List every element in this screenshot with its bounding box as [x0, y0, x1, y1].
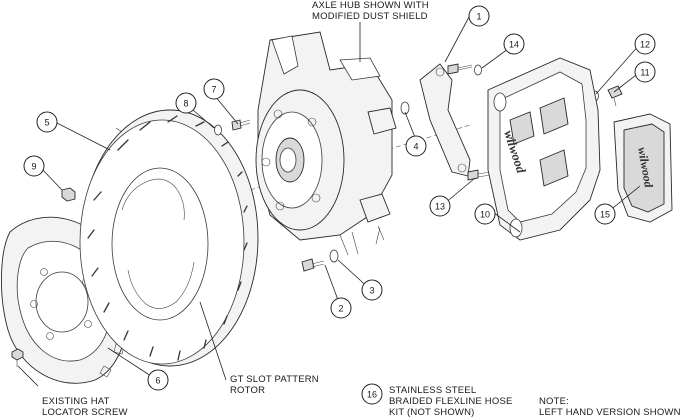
mounting-bolt-2 — [301, 258, 325, 272]
callout-5: 5 — [36, 111, 58, 133]
svg-text:2: 2 — [338, 304, 343, 314]
svg-text:7: 7 — [211, 85, 216, 95]
hand-version-note-line-1: NOTE: — [539, 396, 570, 407]
washer-8 — [214, 124, 222, 136]
svg-text:12: 12 — [640, 40, 650, 50]
svg-text:11: 11 — [640, 68, 649, 78]
axle-hub-note: AXLE HUB SHOWN WITH MODIFIED DUST SHIELD — [312, 0, 429, 22]
caliper-bracket-part — [419, 63, 471, 177]
rotor-bolt-7 — [231, 119, 251, 131]
hand-version-note: NOTE: LEFT HAND VERSION SHOWN — [539, 396, 681, 418]
callout-7: 7 — [203, 78, 225, 100]
svg-text:14: 14 — [509, 40, 519, 50]
callout-4: 4 — [405, 135, 427, 157]
rotor-note-line-1: GT SLOT PATTERN — [230, 374, 319, 385]
hose-kit-note: STAINLESS STEEL BRAIDED FLEXLINE HOSE KI… — [389, 385, 513, 418]
svg-text:15: 15 — [600, 210, 610, 220]
rotor-note-line-2: ROTOR — [230, 385, 266, 396]
nut-9 — [61, 187, 76, 202]
axle-hub-assembly — [255, 31, 397, 256]
bracket-bolt-1 — [447, 63, 473, 75]
callout-2: 2 — [330, 297, 352, 319]
svg-text:10: 10 — [480, 210, 490, 220]
svg-text:16: 16 — [367, 390, 377, 400]
hose-kit-note-line-3: KIT (NOT SHOWN) — [389, 407, 475, 418]
hose-kit-note-line-1: STAINLESS STEEL — [389, 385, 477, 396]
svg-text:5: 5 — [44, 118, 49, 128]
callout-9: 9 — [23, 155, 45, 177]
callout-13: 13 — [429, 195, 451, 217]
callout-3: 3 — [361, 279, 383, 301]
callout-15: 15 — [594, 203, 616, 225]
hose-kit-note-line-2: BRAIDED FLEXLINE HOSE — [389, 396, 513, 407]
callout-12: 12 — [634, 33, 656, 55]
axle-hub-note-line-2: MODIFIED DUST SHIELD — [312, 11, 428, 22]
svg-text:9: 9 — [31, 162, 36, 172]
callout-11: 11 — [634, 61, 656, 83]
rotor-part — [79, 109, 259, 367]
bleeder-screw-11 — [607, 85, 623, 107]
hat-locator-screw — [11, 348, 24, 367]
axle-hub-note-line-1: AXLE HUB SHOWN WITH — [312, 0, 429, 11]
svg-text:1: 1 — [476, 12, 481, 22]
callout-14: 14 — [503, 33, 525, 55]
washer-3 — [329, 249, 339, 263]
svg-text:4: 4 — [413, 142, 418, 152]
svg-text:8: 8 — [183, 99, 188, 109]
callout-10: 10 — [474, 203, 496, 225]
hat-screw-note: EXISTING HAT LOCATOR SCREW — [42, 396, 128, 418]
callout-8: 8 — [175, 92, 197, 114]
svg-text:13: 13 — [435, 202, 445, 212]
hat-screw-note-line-2: LOCATOR SCREW — [42, 407, 128, 418]
caliper-part: wilwood — [487, 57, 601, 241]
callout-16: 16 — [361, 383, 383, 405]
svg-text:3: 3 — [369, 286, 374, 296]
brake-pad-part: wilwood — [613, 113, 673, 223]
callout-1: 1 — [468, 5, 490, 27]
rotor-note: GT SLOT PATTERN ROTOR — [230, 374, 319, 396]
bracket-bolt-13 — [467, 169, 491, 181]
hat-screw-note-line-1: EXISTING HAT — [42, 396, 110, 407]
svg-text:6: 6 — [155, 376, 160, 386]
hand-version-note-line-2: LEFT HAND VERSION SHOWN — [539, 407, 681, 418]
callout-6: 6 — [147, 369, 169, 391]
